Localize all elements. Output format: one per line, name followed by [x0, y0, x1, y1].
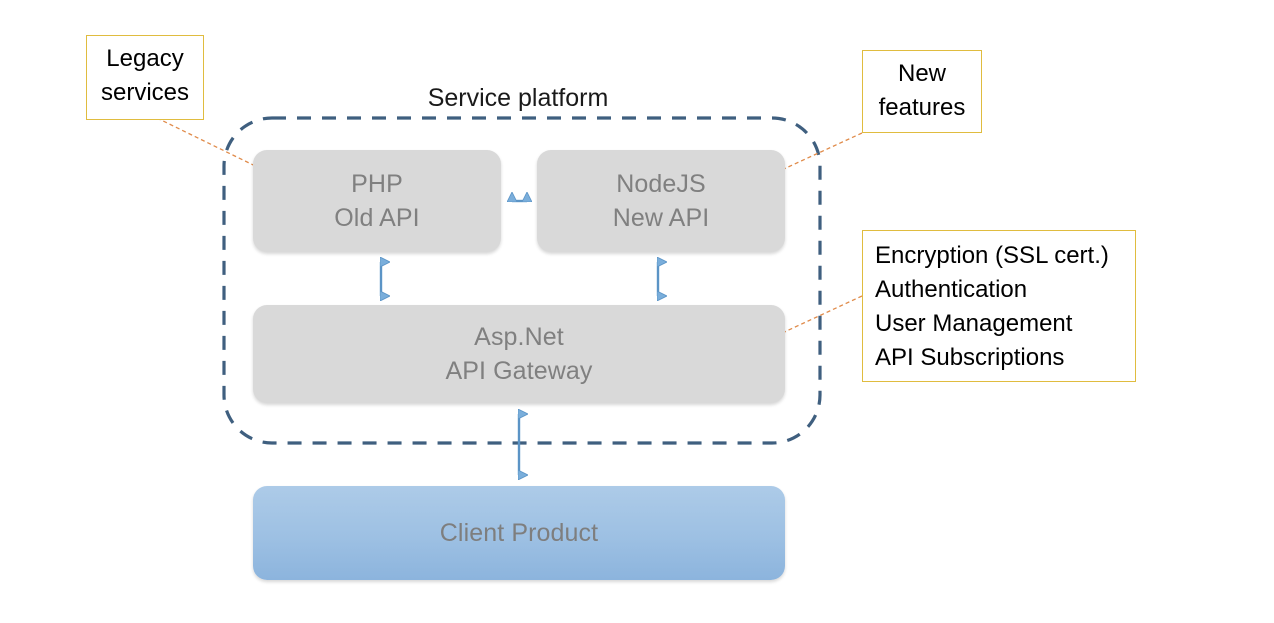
node-nodejs-line2: New API — [612, 204, 710, 232]
node-nodejs[interactable]: NodeJS New API — [537, 150, 785, 252]
callout-security-line-4: API Subscriptions — [875, 344, 1065, 372]
callout-legacy-line-1: Legacy — [106, 45, 184, 72]
node-php-line1: PHP — [351, 169, 403, 198]
callout-new-features[interactable]: New features — [862, 50, 982, 133]
callout-gateway-features[interactable]: Encryption (SSL cert.) Authentication Us… — [862, 230, 1136, 382]
callout-new-line-1: New — [897, 60, 946, 87]
callout-new-line-2: features — [878, 94, 966, 122]
node-gateway-line1: Asp.Net — [474, 322, 564, 351]
node-client-label: Client Product — [439, 518, 599, 547]
node-php-line2: Old API — [334, 204, 420, 232]
node-api-gateway[interactable]: Asp.Net API Gateway — [253, 305, 785, 403]
callout-security-line-2: Authentication — [875, 276, 1028, 304]
platform-title: Service platform — [427, 84, 609, 112]
node-gateway-line2: API Gateway — [445, 357, 593, 385]
node-client-product[interactable]: Client Product — [253, 486, 785, 580]
callout-security-line-1: Encryption (SSL cert.) — [875, 242, 1109, 269]
node-nodejs-line1: NodeJS — [616, 169, 706, 198]
callout-security-line-3: User Management — [875, 310, 1073, 338]
callout-legacy-line-2: services — [100, 79, 190, 107]
callout-legacy-services[interactable]: Legacy services — [86, 35, 204, 120]
node-php[interactable]: PHP Old API — [253, 150, 501, 252]
